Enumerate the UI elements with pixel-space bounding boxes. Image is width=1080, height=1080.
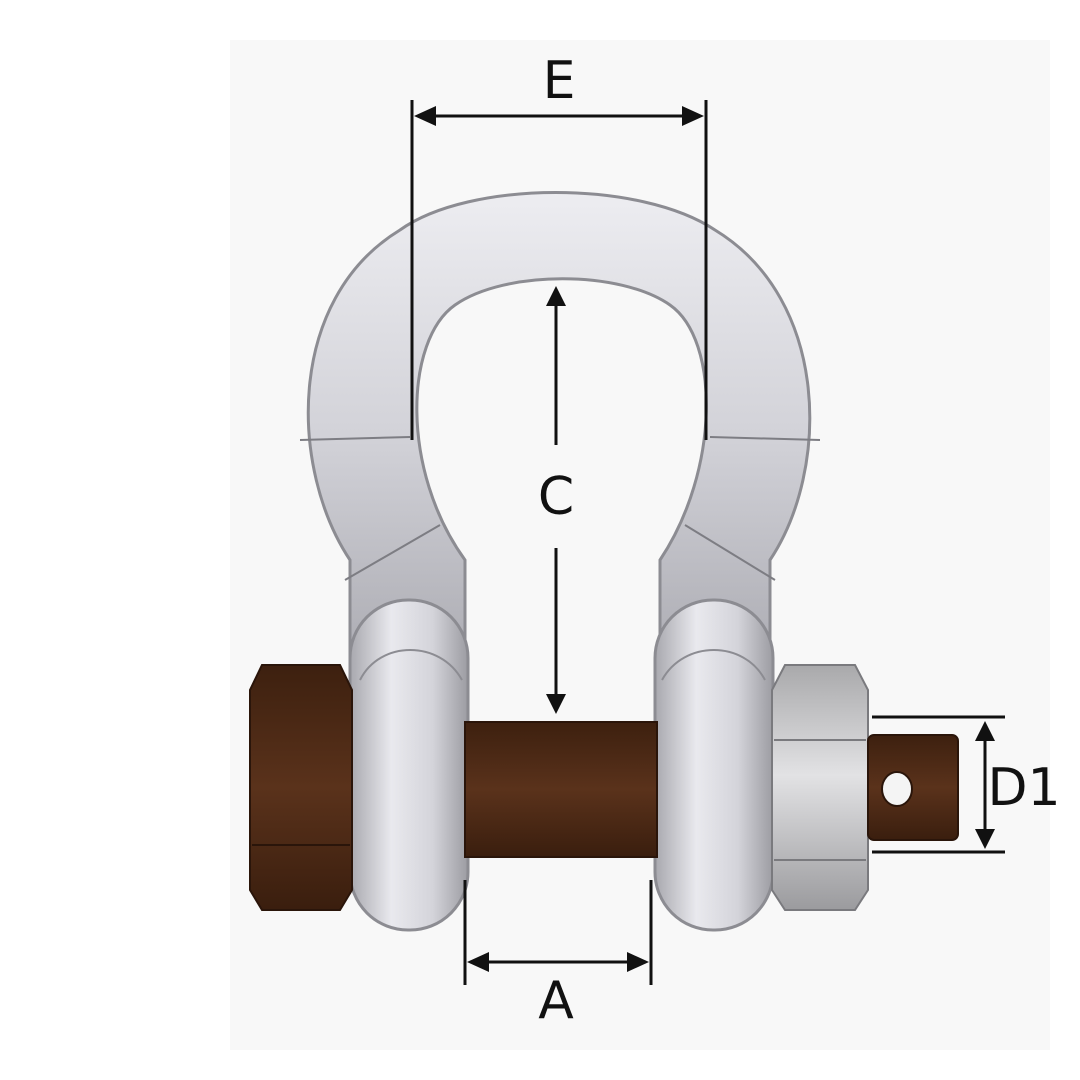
shackle-eye-left — [348, 598, 470, 932]
pin-head — [249, 664, 353, 911]
label-c: C — [538, 467, 574, 527]
label-e: E — [543, 51, 576, 111]
shackle-bow — [299, 191, 821, 682]
pin-shank — [464, 721, 658, 858]
shackle-eye-right — [653, 598, 775, 932]
cotter-hole — [881, 771, 913, 807]
pin-tail — [867, 734, 959, 841]
dimension-d1 — [872, 715, 1005, 854]
label-d1: D1 — [987, 758, 1060, 818]
nut — [771, 664, 869, 911]
label-a: A — [538, 971, 574, 1031]
dimension-a — [463, 880, 653, 985]
dimension-e — [410, 100, 708, 440]
dimension-c — [546, 286, 566, 714]
